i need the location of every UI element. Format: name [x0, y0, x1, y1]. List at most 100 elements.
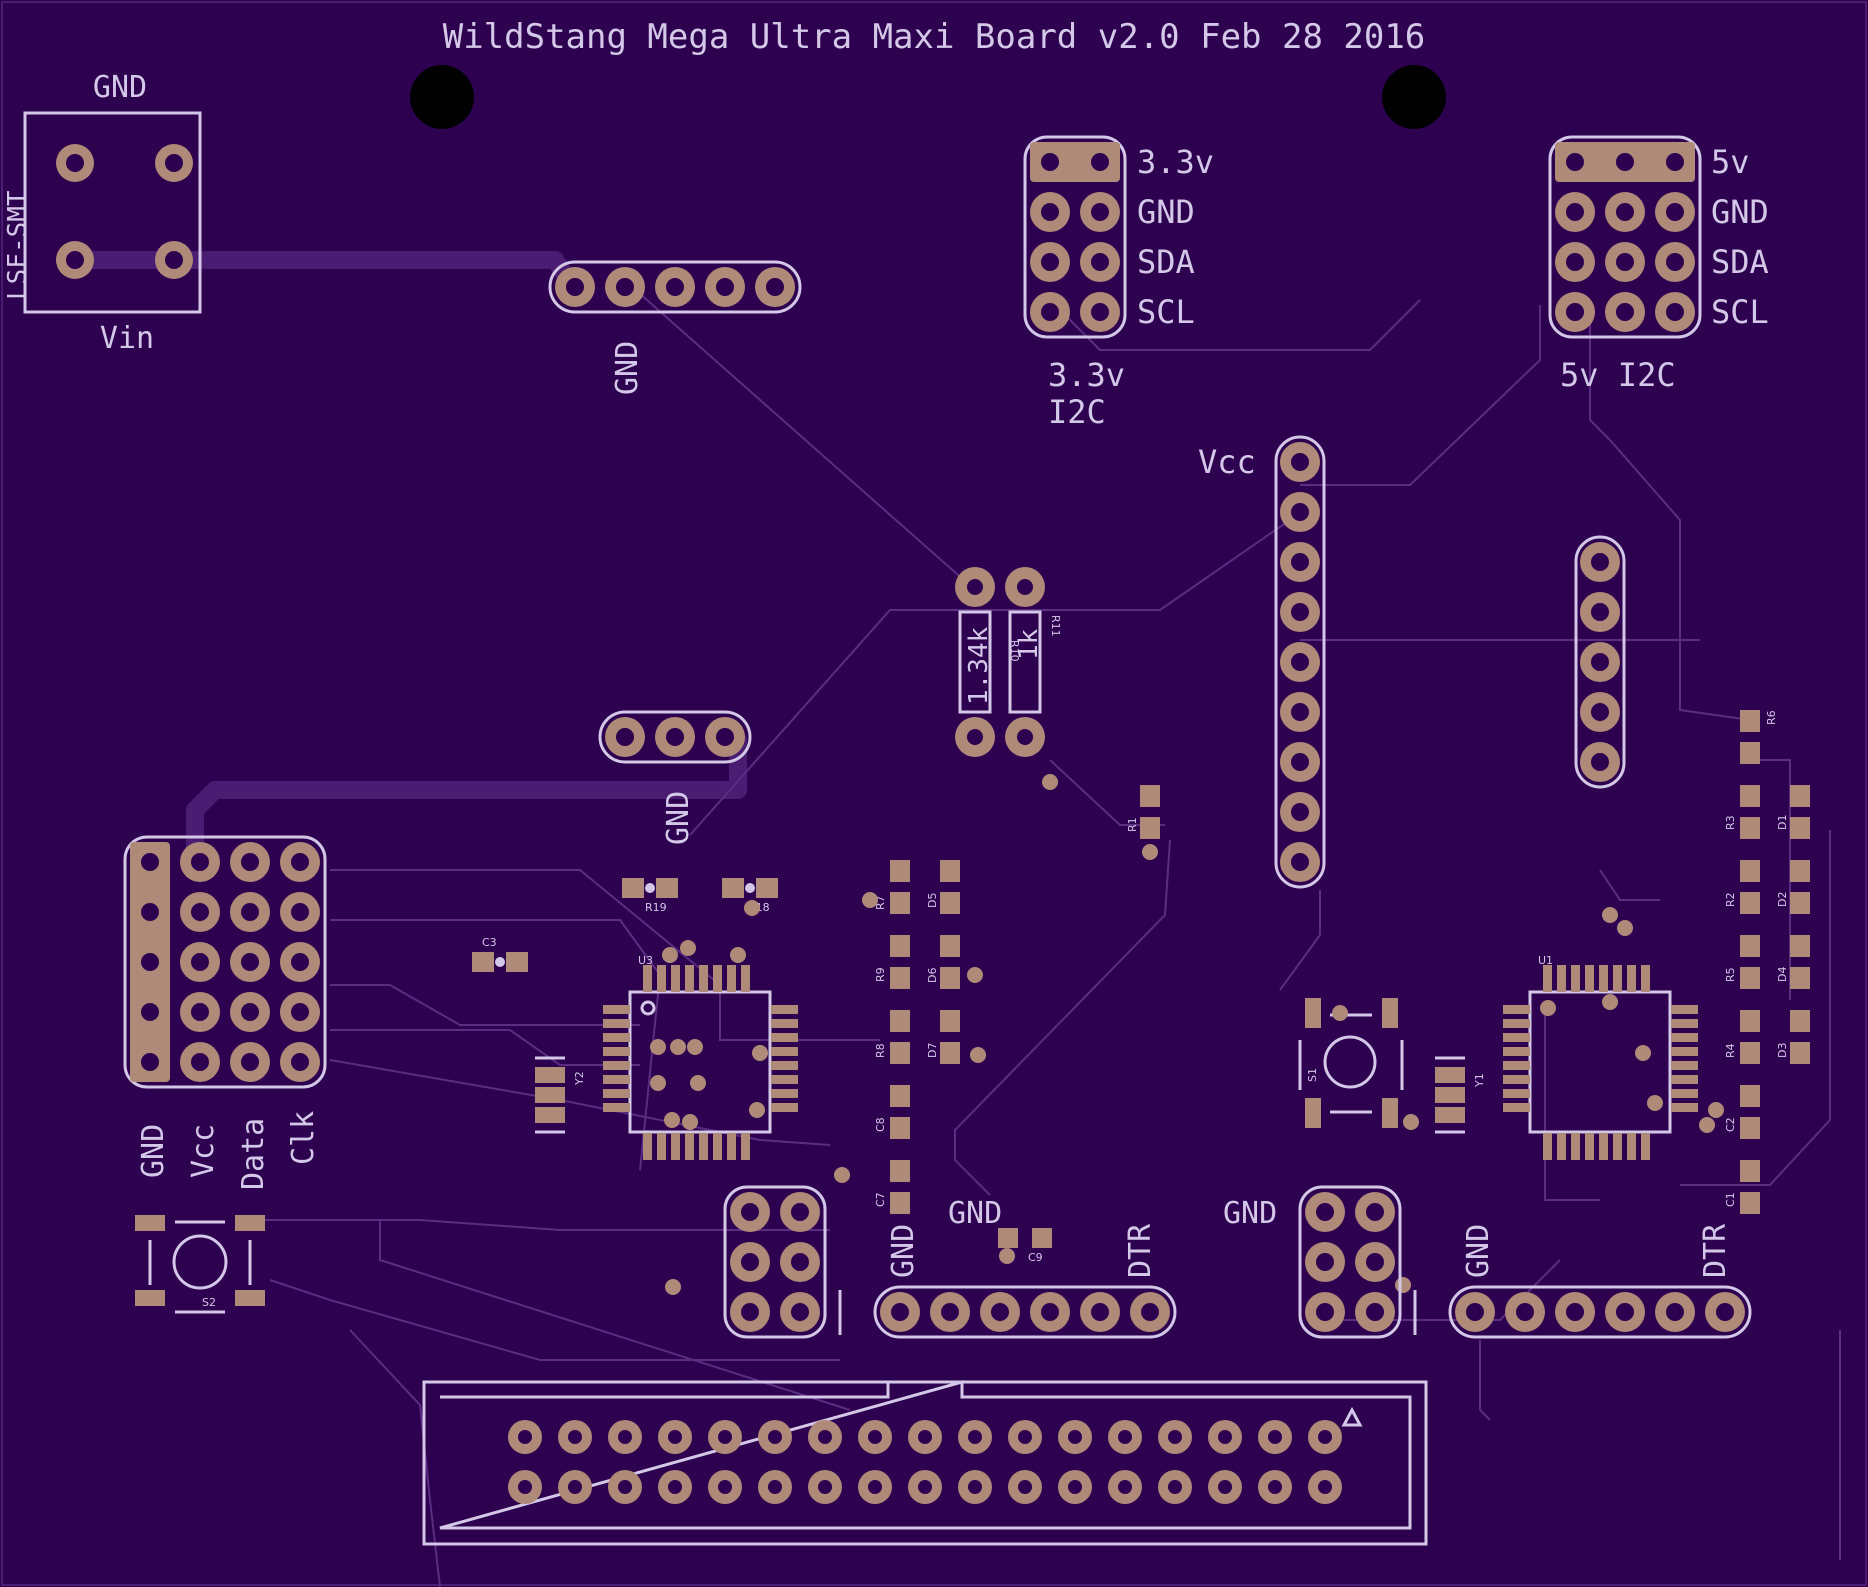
via [650, 1075, 666, 1091]
switch-actuator [172, 1234, 228, 1290]
crystal-pad [1435, 1107, 1465, 1123]
smd-pad [1790, 892, 1810, 914]
trace [269, 1279, 840, 1361]
crystal-pad [535, 1067, 565, 1083]
pin-hole [1466, 1303, 1484, 1321]
ic-pad [603, 1061, 630, 1070]
pin-hole [241, 1053, 259, 1071]
via [1332, 1005, 1348, 1021]
ic-pad [1557, 965, 1566, 992]
mounting-hole-left [410, 65, 474, 129]
pin-hole [868, 1430, 882, 1444]
pin-hole [1566, 253, 1584, 271]
d4-ref: D4 [1776, 967, 1789, 982]
header-outline [598, 710, 752, 764]
via [1395, 1277, 1411, 1293]
pin-hole [918, 1480, 932, 1494]
pin-hole [1091, 1303, 1109, 1321]
ic-pad [1627, 965, 1636, 992]
pin-hole [868, 1480, 882, 1494]
pin-hole [968, 1430, 982, 1444]
smd-pad [940, 1042, 960, 1064]
via [687, 1039, 703, 1055]
switch-outline [1298, 1013, 1404, 1114]
power-connector: GND Vin LSF-SMT [3, 70, 202, 356]
pin-hole [1566, 303, 1584, 321]
smd-pad [890, 1085, 910, 1107]
r5-ref: R5 [1724, 967, 1737, 982]
r6-ref: R6 [1765, 710, 1778, 725]
via [1540, 1000, 1556, 1016]
smd-pad [1790, 1042, 1810, 1064]
r2-ref: R2 [1724, 892, 1737, 907]
pin-hole [1616, 303, 1634, 321]
header-outline [1574, 535, 1626, 789]
pin-hole [1316, 1203, 1334, 1221]
ic-pad [771, 1061, 798, 1070]
pin-hole [1366, 1203, 1384, 1221]
c8-ref: C8 [874, 1117, 887, 1132]
via [670, 1039, 686, 1055]
ic-pad [1557, 1133, 1566, 1160]
ic-pad [685, 965, 694, 992]
pad-hole [165, 251, 183, 269]
pad-hole [1017, 579, 1033, 595]
i2c-3v3-row-label: SCL [1137, 293, 1195, 331]
pin-hole [1268, 1480, 1282, 1494]
ic-pad [1585, 965, 1594, 992]
ic-pad [741, 1133, 750, 1160]
ic-pad [685, 1133, 694, 1160]
pin-hole [1168, 1430, 1182, 1444]
pin-hole [666, 728, 684, 746]
ic-pad [603, 1019, 630, 1028]
u3-ref: U3 [638, 954, 653, 967]
ic-pad [603, 1047, 630, 1056]
mounting-hole-right [1382, 65, 1446, 129]
left-serial-dtr-label: DTR [1123, 1223, 1158, 1278]
smd-pad [1740, 710, 1760, 732]
switch-actuator [1323, 1035, 1377, 1089]
pin-hole [1291, 803, 1309, 821]
pad-hole [66, 154, 84, 172]
pin-hole [1366, 1253, 1384, 1271]
resistor-r10: 1.34k R10 [955, 567, 1021, 757]
trace [330, 1029, 640, 1066]
via [1708, 1102, 1724, 1118]
smd-marker [645, 883, 655, 893]
ic-pad [771, 1089, 798, 1098]
smd-pad [1740, 1010, 1760, 1032]
left-smd-section: C3 Y2 R19 R18 U3 R7 D5 R9 [472, 774, 1160, 1295]
via [999, 1248, 1015, 1264]
pin-hole [1591, 553, 1609, 571]
via [749, 1102, 765, 1118]
power-gnd-label: GND [93, 70, 147, 105]
trace [1544, 1010, 1600, 1201]
i2c-5v-row-label: SDA [1711, 243, 1769, 281]
pin-hole [941, 1303, 959, 1321]
smd-pad [890, 967, 910, 989]
c9-ref: C9 [1028, 1251, 1043, 1264]
c1-ref: C1 [1724, 1192, 1737, 1207]
mid-gnd-header: GND [598, 710, 752, 845]
pin-hole [716, 278, 734, 296]
right-serial-2x3-header: GND [1223, 1185, 1417, 1339]
smd-pad [472, 952, 494, 972]
pin-hole [618, 1430, 632, 1444]
pin-hole [1291, 703, 1309, 721]
smd-pad [1740, 1117, 1760, 1139]
ic-pad [1503, 1089, 1530, 1098]
smd-pad [890, 1117, 910, 1139]
pin-hole [1091, 253, 1109, 271]
header-outline [1274, 435, 1326, 889]
i2c-3v3-pins [1030, 142, 1120, 332]
ic-pad [1503, 1047, 1530, 1056]
trace [329, 1059, 831, 1146]
pin-hole [141, 853, 159, 871]
smd-pad [506, 952, 528, 972]
right-vertical-header [1574, 535, 1626, 789]
ic-pad [1503, 1033, 1530, 1042]
pin-hole [191, 1053, 209, 1071]
pin-hole [518, 1480, 532, 1494]
smd-pad [940, 1010, 960, 1032]
trace [1599, 869, 1660, 901]
